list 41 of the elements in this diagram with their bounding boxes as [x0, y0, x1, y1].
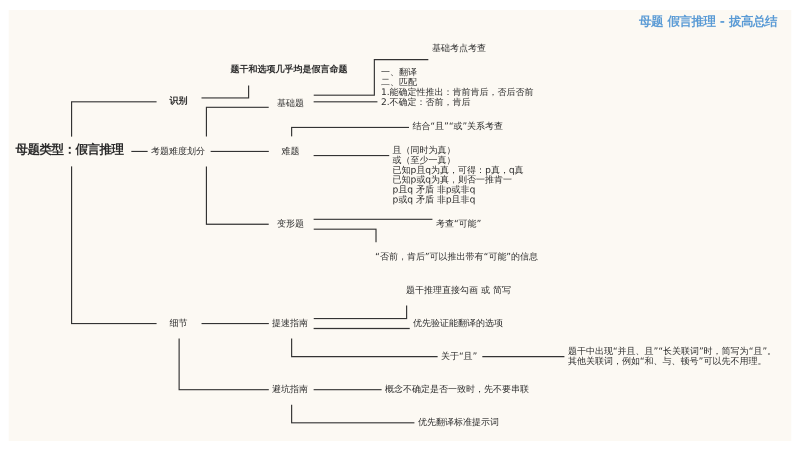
- node-text: 关于“且”: [440, 351, 478, 362]
- node-text: 结合“且”“或”关系考查: [412, 121, 504, 132]
- node-text: 题干推理直接勾画 或 简写: [406, 285, 511, 296]
- node-text: 概念不确定是否一致时，先不要串联: [385, 384, 530, 395]
- connector: [210, 150, 269, 152]
- node-text: 考查“可能”: [436, 219, 482, 230]
- node-text: “否前，肯后”可以推出带有“可能”的信息: [375, 252, 538, 262]
- connector: [71, 166, 157, 324]
- node-text: 题干和选项几乎均是假言命题: [230, 64, 348, 74]
- connector: [291, 338, 438, 357]
- connector: [71, 100, 157, 136]
- diagram-title: 母题 假言推理 - 拔高总结: [639, 13, 778, 28]
- node-text: 基础考点考查: [432, 44, 486, 54]
- node-text: 一、翻译 二、匹配 1.能确定性推出：肯前肯后，否后否前 2.不确定：否前，肯后: [380, 68, 534, 108]
- connector: [202, 322, 269, 324]
- connector: [314, 388, 382, 390]
- node-text: 难题: [282, 146, 300, 156]
- connector: [482, 356, 564, 357]
- connector: [202, 84, 250, 98]
- node-text: 基础题: [277, 98, 304, 108]
- connector: [206, 166, 269, 224]
- connector: [314, 154, 390, 156]
- connector: [314, 327, 410, 329]
- connector: [314, 100, 378, 102]
- node-text: 提速指南: [272, 318, 308, 328]
- node-text: 识别: [170, 96, 188, 106]
- connector: [314, 58, 428, 96]
- connector: [178, 338, 269, 390]
- connector: [291, 404, 414, 423]
- connector: [206, 106, 269, 136]
- node-text: 细节: [170, 318, 188, 328]
- node-text: 考题难度划分: [150, 146, 205, 156]
- node-text: 优先翻译标准提示词: [418, 418, 499, 428]
- connector: [131, 150, 148, 152]
- connector: [314, 218, 432, 220]
- node-text: 母题类型：假言推理: [15, 141, 124, 156]
- node-text: 题干中出现“并且、且”“长关联词”时，简写为“且”。 其他关联词，例如“和、与、顿号”可以先不用理。: [568, 346, 776, 366]
- node-text: 变形题: [277, 219, 304, 230]
- node-text: 避坑指南: [272, 384, 308, 395]
- node-text: 优先验证能翻译的选项: [413, 318, 504, 328]
- node-text: 且（同时为真） 或（至少一真） 已知p且q为真，可得：p真，q真 已知p或q为真，则否一推肯一 p且q 矛盾 非p或非q p或q 矛盾 非p且非q: [392, 145, 524, 206]
